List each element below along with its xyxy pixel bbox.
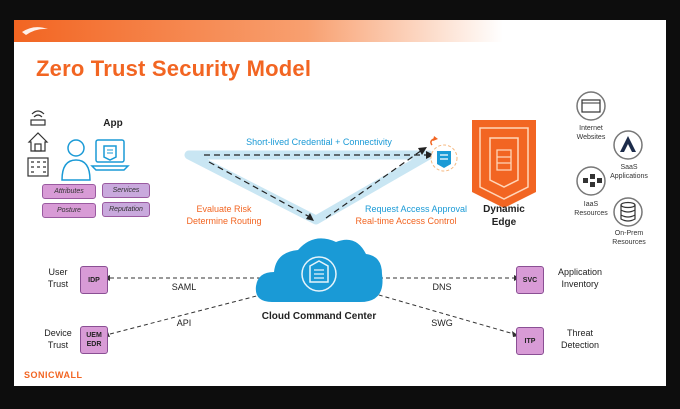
internet-websites-icon [576,91,606,121]
dynamic-edge-line1: Dynamic [483,204,525,215]
user-trust-line1: User [48,267,68,277]
flow-eval-line1: Evaluate Risk [196,204,252,214]
user-trust-line2: Trust [47,279,69,289]
on-prem-resources-icon [613,197,643,227]
dynamic-edge-shield-icon [472,120,536,208]
page-title: Zero Trust Security Model [36,56,312,81]
resource-iaas-line2: Resources [574,210,608,217]
resource-iaas-line1: IaaS [583,201,599,208]
tag-services: Services [102,183,150,198]
flow-request-line1: Request Access Approval [364,204,468,214]
device-trust-line2: Trust [47,340,69,350]
saml-link-label: SAML [171,282,197,292]
swg-link-label: SWG [431,318,453,328]
api-link-label: API [176,318,192,328]
idp-box: IDP [80,266,108,294]
edr-label: EDR [86,341,102,348]
resource-onprem-line2: Resources [612,239,646,246]
saas-applications-icon [613,130,643,160]
wifi-icon [30,110,46,126]
itp-box: ITP [516,327,544,355]
app-label: App [103,118,123,129]
user-icon [61,139,91,181]
resource-saas-line2: Applications [610,173,648,180]
cloud-icon [255,238,383,302]
dynamic-edge-line2: Edge [491,217,517,228]
house-icon [27,132,49,152]
tag-posture: Posture [42,203,96,218]
threat-detection-line1: Threat [566,328,593,338]
resource-onprem-line1: On-Prem [614,230,644,237]
flow-eval-arrow [208,161,309,217]
app-inventory-line1: Application [557,267,603,277]
diagram-canvas [27,91,643,337]
device-trust-line1: Device [44,328,72,338]
link-itp [371,292,515,335]
resource-saas-line1: SaaS [620,164,638,171]
iaas-resources-icon [576,166,606,196]
threat-detection-line2: Detection [560,340,600,350]
tag-reputation: Reputation [102,202,150,217]
slide: Zero Trust Security Model [14,20,666,386]
dns-link-label: DNS [432,282,452,292]
resource-internet-line2: Websites [576,134,606,141]
link-uem [109,292,269,335]
uem-label: UEM [86,332,102,339]
flow-top-label: Short-lived Credential + Connectivity [246,137,392,147]
connector-shield-icon [430,136,458,172]
app-inventory-line2: Inventory [561,279,599,289]
uem-edr-box: UEM EDR [80,326,108,354]
flow-request-line2: Real-time Access Control [355,216,457,226]
laptop-icon [90,139,130,171]
svc-box: SVC [516,266,544,294]
header-swoosh [14,20,666,42]
resource-internet-line1: Internet [579,125,603,132]
building-icon [27,157,49,177]
cloud-command-center-label: Cloud Command Center [261,311,377,322]
sonicwall-logo: SONICWALL [24,370,83,380]
flow-eval-line2: Determine Routing [186,216,262,226]
tag-attributes: Attributes [42,184,96,199]
